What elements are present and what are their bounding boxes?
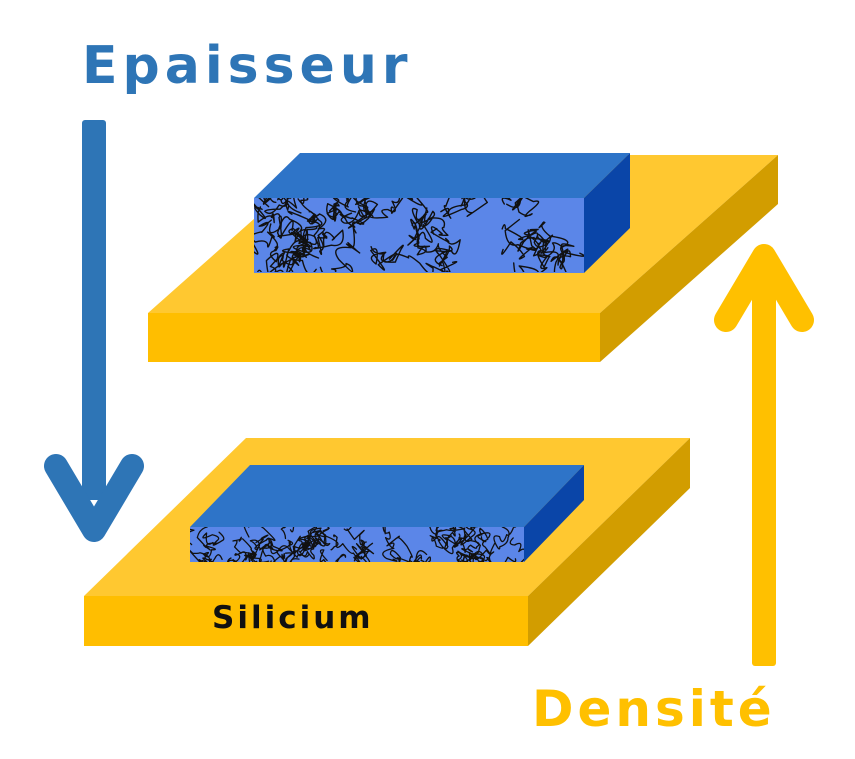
thin-film-side (524, 465, 584, 562)
fiber-strand (456, 550, 474, 562)
fiber-strand (326, 201, 370, 229)
thick-film-top (254, 153, 630, 198)
fiber-strand (254, 203, 283, 234)
thick-film-side (584, 153, 630, 273)
fiber-strand (190, 549, 223, 562)
fiber-strand (441, 534, 480, 554)
fiber-strand (258, 198, 319, 225)
density-arrow-head (714, 244, 814, 332)
fiber-strand (429, 527, 457, 539)
fiber-strand (532, 239, 584, 272)
fiber-strand (258, 543, 281, 562)
fiber-strand (276, 216, 309, 245)
fiber-strand (255, 534, 279, 555)
fiber-strand (355, 539, 371, 562)
thin-dense-film (190, 465, 584, 562)
fiber-strand (196, 527, 216, 562)
fiber-strand (382, 527, 398, 562)
fiber-strand (455, 532, 491, 562)
fiber-strand (346, 198, 379, 219)
density-arrow-shaft (752, 262, 776, 666)
fiber-strand (243, 527, 294, 552)
arrow-up-icon (714, 244, 814, 666)
fiber-strand (449, 527, 479, 540)
fiber-strand (418, 207, 449, 236)
fiber-strand (443, 198, 476, 219)
upper-substrate-side (600, 155, 778, 362)
fiber-strand (291, 535, 308, 555)
fiber-strand (226, 538, 255, 562)
fiber-strand (190, 528, 195, 546)
fiber-strand (332, 198, 374, 218)
fiber-strand (346, 528, 375, 562)
fiber-strand (262, 198, 284, 205)
fiber-strand (506, 198, 540, 218)
fiber-strand (265, 236, 307, 272)
fiber-strand (277, 210, 321, 268)
fiber-strand (493, 527, 517, 550)
thin-film-fibers (190, 527, 524, 562)
fiber-strand (319, 549, 347, 562)
fiber-strand (440, 198, 512, 218)
fiber-strand (411, 221, 453, 265)
thick-film-fibers (254, 198, 584, 272)
thick-porous-film (254, 153, 630, 273)
fiber-strand (412, 550, 432, 562)
fiber-strand (390, 198, 429, 246)
upper-substrate-front (148, 313, 600, 362)
fiber-strand (264, 198, 305, 215)
silicon-substrate-side (528, 438, 690, 646)
fiber-strand (461, 527, 492, 561)
fiber-strand (370, 244, 404, 271)
fiber-strand (501, 223, 551, 268)
fiber-strand (513, 242, 565, 272)
substrate-label: Silicium (212, 600, 374, 636)
thickness-arrow-head (44, 454, 144, 542)
fiber-strand (254, 219, 279, 255)
fiber-strand (389, 549, 413, 562)
fiber-strand (410, 207, 433, 248)
thin-film-top (190, 465, 584, 527)
fiber-strand (296, 533, 327, 557)
fiber-strand (247, 552, 262, 562)
silicon-substrate-front (84, 596, 528, 646)
fiber-strand (509, 537, 524, 562)
arrow-down-icon (44, 120, 144, 542)
fiber-strand (351, 198, 414, 234)
thickness-label: Epaisseur (82, 36, 413, 96)
fiber-strand (340, 198, 401, 224)
fiber-strand (318, 527, 339, 551)
fiber-strand (429, 529, 449, 550)
fiber-strand (319, 226, 361, 272)
thickness-arrow-shaft (82, 120, 106, 500)
density-label: Densité (532, 680, 776, 738)
fiber-strand (298, 530, 320, 560)
fiber-strand (469, 553, 517, 562)
fiber-strand (430, 227, 461, 272)
fiber-strand (256, 248, 299, 272)
fiber-strand (538, 221, 575, 270)
